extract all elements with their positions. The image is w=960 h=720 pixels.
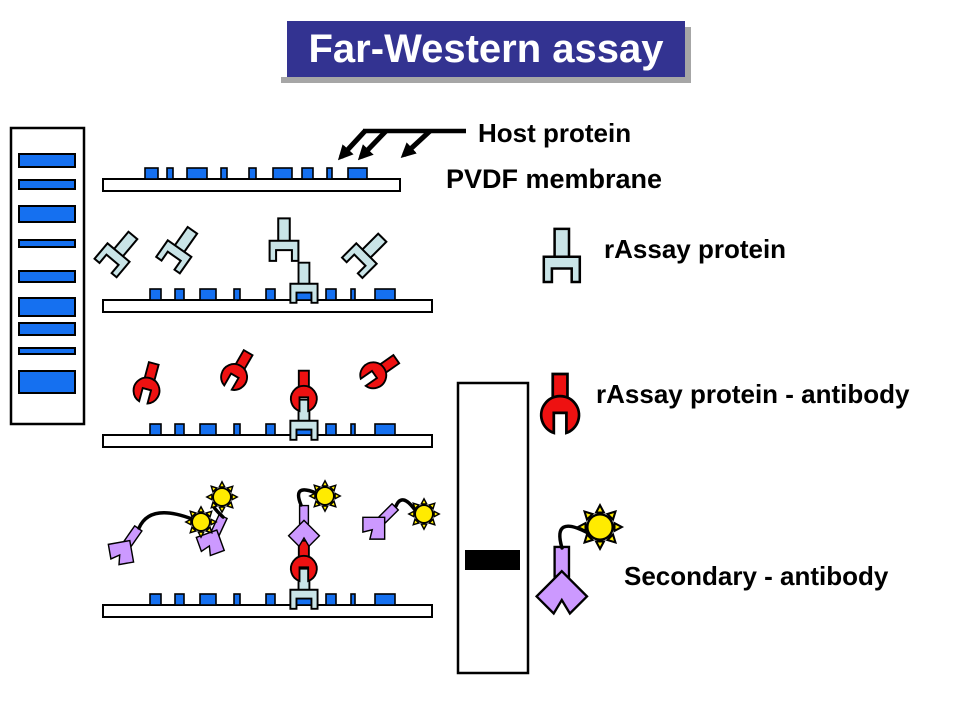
protein-spot	[350, 288, 356, 301]
protein-spot	[265, 288, 276, 301]
protein-spot	[350, 423, 356, 436]
rassay-protein-antibody-icon	[539, 372, 581, 435]
rassay-antibody-shape	[215, 345, 261, 396]
secondary-antibody-shape	[101, 518, 152, 572]
membrane-strip	[102, 299, 433, 313]
enzyme-star-icon	[185, 505, 217, 539]
protein-spot	[199, 593, 217, 606]
pvdf-membrane-label: PVDF membrane	[446, 164, 663, 194]
protein-spot	[325, 423, 337, 436]
protein-spot	[233, 423, 241, 436]
membrane-strip	[102, 604, 433, 618]
protein-spot	[233, 593, 241, 606]
title-shadow	[685, 27, 691, 83]
protein-spot	[149, 593, 162, 606]
protein-spot	[347, 167, 368, 180]
secondary-antibody-icon	[535, 545, 589, 615]
protein-spot	[326, 167, 333, 180]
host-protein-arrows	[337, 128, 466, 161]
secondary-antibody-legend-label: Secondary - antibody	[624, 561, 889, 591]
protein-spot	[199, 288, 217, 301]
gel-band	[18, 322, 76, 336]
host-protein-arrow	[400, 129, 432, 159]
gel-band	[18, 153, 76, 168]
rassay-protein-shape	[93, 225, 145, 279]
protein-spot	[301, 167, 314, 180]
protein-spot	[186, 167, 208, 180]
enzyme-linker	[394, 498, 417, 512]
protein-spot	[374, 288, 396, 301]
protein-spot	[374, 423, 396, 436]
rassay-protein-antibody-legend-label: rAssay protein - antibody	[596, 379, 910, 409]
protein-spot	[272, 167, 293, 180]
blot-signal-band	[465, 550, 520, 570]
gel-band	[18, 270, 76, 283]
blot-lane-outline	[456, 381, 530, 675]
rassay-protein-legend-label: rAssay protein	[604, 234, 787, 264]
protein-spot	[174, 423, 185, 436]
protein-spot	[199, 423, 217, 436]
protein-spot	[144, 167, 159, 180]
protein-spot	[248, 167, 257, 180]
host-protein-arrow	[357, 129, 388, 161]
title-shadow	[281, 77, 691, 83]
slide-title: Far-Western assay	[287, 21, 685, 77]
membrane-strip	[102, 178, 401, 192]
protein-spot	[174, 593, 185, 606]
gel-lane	[9, 126, 86, 426]
host-protein-arrow	[337, 129, 367, 161]
protein-spot	[265, 423, 276, 436]
enzyme-stars	[185, 479, 623, 550]
protein-spot	[233, 288, 241, 301]
rassay-antibody-shape	[354, 347, 405, 394]
protein-spot	[374, 593, 396, 606]
gel-band	[18, 205, 76, 223]
protein-spot	[174, 288, 185, 301]
secondary-antibodies-row	[101, 479, 623, 615]
developed-blot-lane	[456, 381, 530, 675]
membrane-strip	[102, 434, 433, 448]
host-protein-label: Host protein	[478, 118, 632, 148]
protein-spot	[350, 593, 356, 606]
protein-spot	[149, 288, 162, 301]
rassay-protein-shape	[268, 217, 300, 262]
enzyme-star-icon	[308, 479, 342, 513]
protein-spot	[149, 423, 162, 436]
protein-spot	[166, 167, 174, 180]
rassay-protein-shape	[341, 226, 394, 279]
protein-spot	[265, 593, 276, 606]
gel-band	[18, 297, 76, 317]
enzyme-linker	[137, 511, 194, 530]
rassay-antibody-shape	[129, 359, 168, 407]
pvdf-membrane-strips	[102, 167, 433, 618]
enzyme-linker	[296, 488, 318, 507]
rassay-protein-icon	[542, 227, 582, 284]
protein-spot	[325, 593, 337, 606]
protein-spot	[325, 288, 337, 301]
rassay-protein-shape	[155, 221, 206, 275]
gel-band	[18, 239, 76, 248]
gel-band	[18, 179, 76, 190]
protein-spot	[220, 167, 228, 180]
enzyme-star-icon	[206, 480, 238, 514]
gel-band	[18, 347, 76, 355]
gel-band	[18, 370, 76, 394]
enzyme-star-icon	[577, 503, 623, 550]
enzyme-star-icon	[407, 497, 441, 531]
